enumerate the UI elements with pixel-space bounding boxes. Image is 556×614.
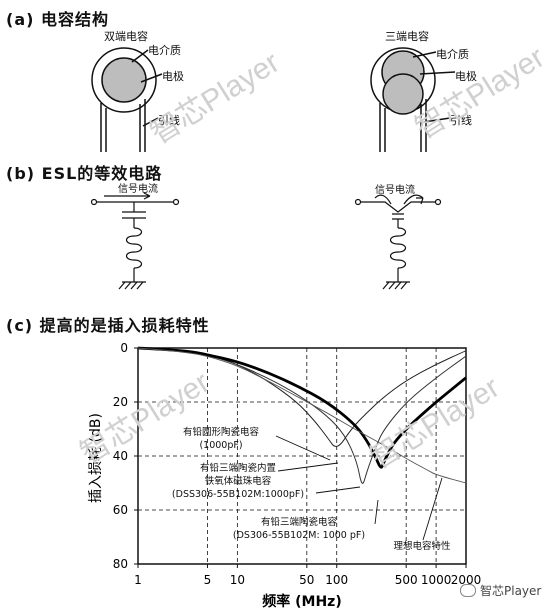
- x-tick-label: 5: [204, 573, 212, 587]
- x-tick-label: 2000: [451, 573, 482, 587]
- two-terminal-title: 双端电容: [104, 30, 148, 43]
- annotation-ideal: 理想电容特性: [393, 541, 451, 552]
- footer-brand-text: 智芯Player: [480, 584, 542, 598]
- x-tick-label: 10: [230, 573, 245, 587]
- x-tick-label: 1000: [421, 573, 452, 587]
- esl-left-signal-label: 信号电流: [118, 184, 158, 195]
- section-a-title: (a) 电容结构: [6, 10, 109, 29]
- y-tick-label: 0: [120, 341, 128, 355]
- annotation-three-terminal: 有铅三端陶瓷电容 (DS306-55B102M: 1000 pF): [232, 517, 366, 541]
- three-terminal-dielectric-label: 电介质: [436, 48, 469, 61]
- x-tick-label: 1: [134, 573, 142, 587]
- esl-right-signal-label: 信号电流: [375, 185, 415, 196]
- section-c-title: (c) 提高的是插入损耗特性: [6, 316, 210, 335]
- annotation-three-terminal-bead: 有铅三端陶瓷内置 铁氧体磁珠电容 (DSS306-55B102M:1000pF): [171, 463, 305, 500]
- x-tick-label: 500: [395, 573, 418, 587]
- section-b-title: (b) ESL的等效电路: [6, 164, 163, 183]
- chart-grid: [138, 348, 466, 564]
- two-terminal-dielectric-label: 电介质: [148, 44, 181, 57]
- y-tick-label: 40: [113, 449, 128, 463]
- y-tick-label: 60: [113, 503, 128, 517]
- capacitor-diagrams: [90, 47, 456, 290]
- three-terminal-electrode-label: 电极: [455, 70, 477, 83]
- chart-series: [137, 346, 467, 484]
- three-terminal-title: 三端电容: [385, 30, 429, 43]
- chart-xlabel: 频率 (MHz): [262, 593, 341, 610]
- y-tick-label: 80: [113, 557, 128, 571]
- wechat-icon: [460, 584, 476, 597]
- esl-circuit-two-terminal: [90, 192, 180, 290]
- chart-ylabel: 插入损耗 (dB): [88, 413, 104, 503]
- two-terminal-electrode-label: 电极: [162, 70, 184, 83]
- footer-brand: 智芯Player: [460, 582, 541, 599]
- annotation-leaders: [275, 435, 443, 541]
- three-terminal-lead-label: 引线: [450, 114, 472, 127]
- x-tick-label: 100: [325, 573, 348, 587]
- series-line-3: [137, 346, 467, 469]
- three-terminal-capacitor-drawing: [370, 47, 456, 152]
- series-line-4: [137, 347, 467, 484]
- two-terminal-lead-label: 引线: [158, 114, 180, 127]
- two-terminal-capacitor-drawing: [91, 47, 163, 152]
- esl-circuit-three-terminal: [354, 194, 442, 290]
- x-tick-label: 50: [299, 573, 314, 587]
- y-tick-label: 20: [113, 395, 128, 409]
- annotation-round-ceramic: 有铅圆形陶瓷电容 (1000pF): [182, 427, 259, 451]
